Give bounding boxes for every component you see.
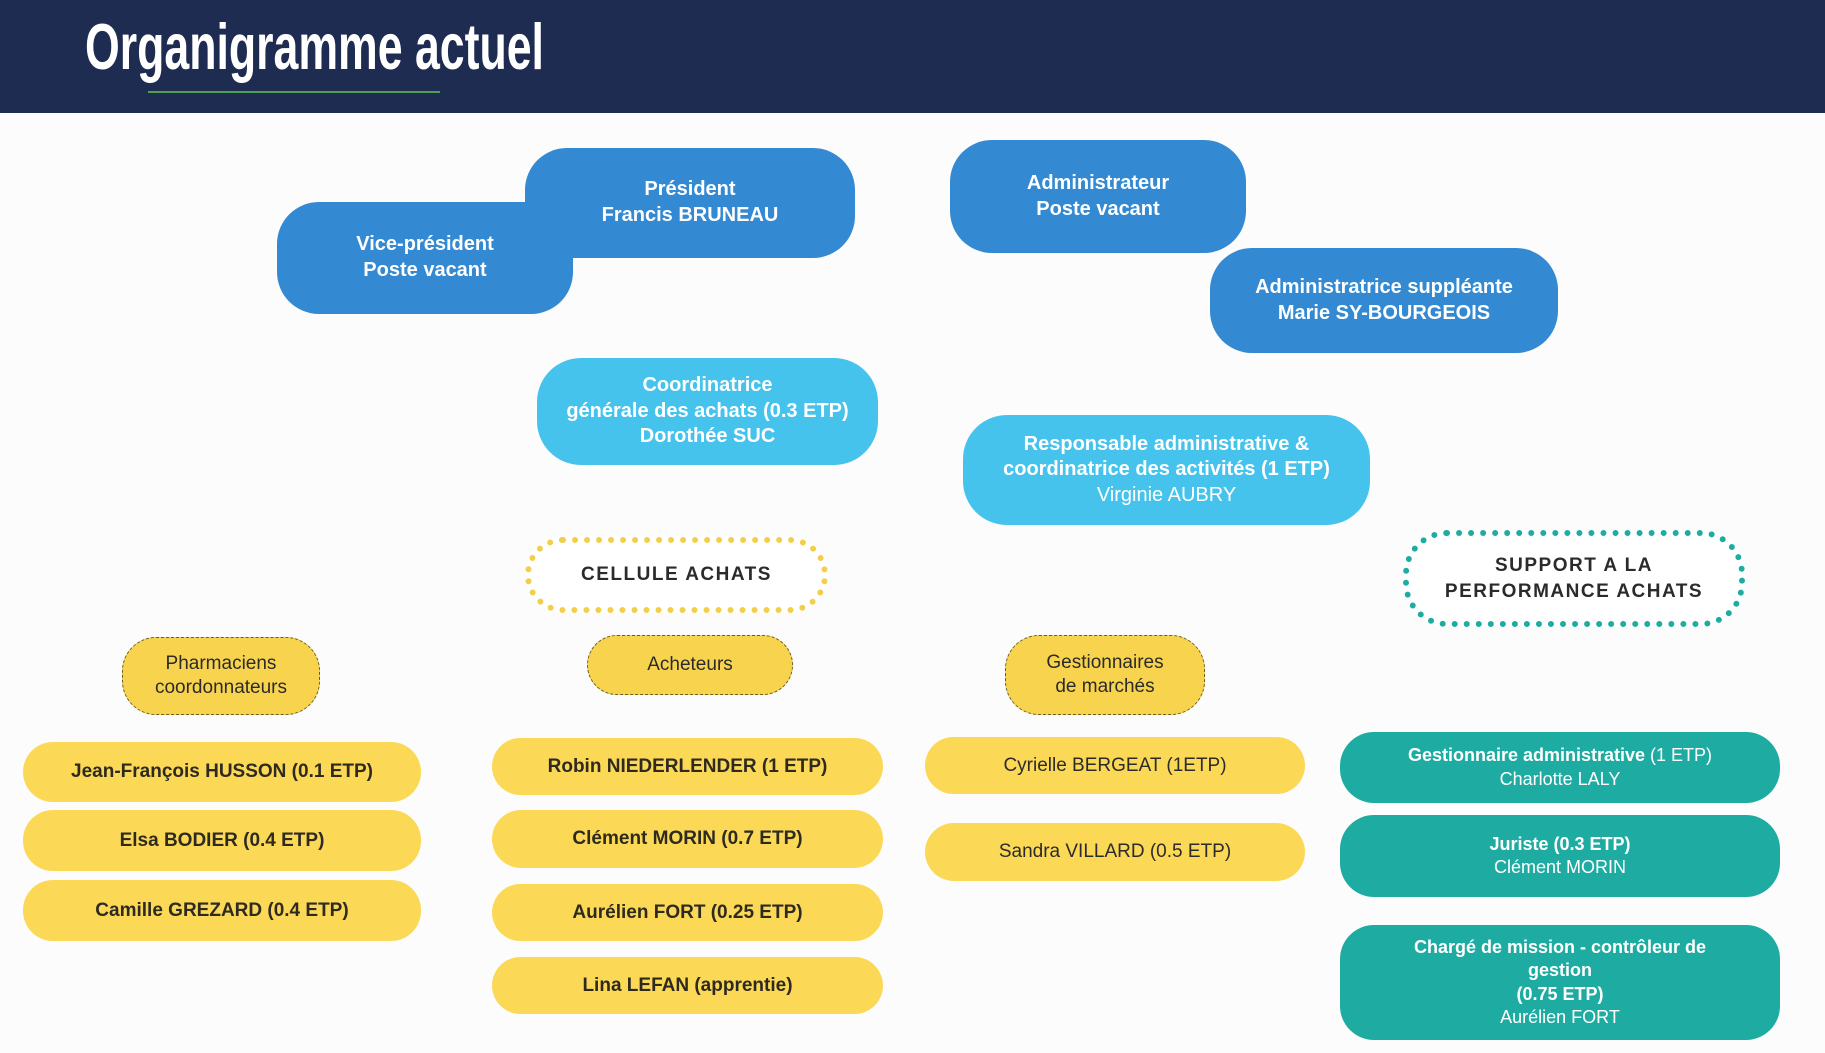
category-pharmaciens-label: Pharmaciens coordonnateurs (154, 652, 288, 698)
staff-pill: Cyrielle BERGEAT (1ETP) (925, 737, 1305, 794)
responsable-title: Responsable administrative & coordinatri… (1003, 432, 1330, 481)
support-box-title: Juriste (0.3 ETP) (1489, 833, 1630, 856)
support-box-title-bold: Chargé de mission - contrôleur de gestio… (1413, 937, 1707, 1004)
support-box-title: Gestionnaire administrative (1 ETP) (1408, 744, 1712, 767)
org-box-vice-president: Vice-président Poste vacant (277, 202, 573, 314)
staff-pill-label: Clément MORIN (0.7 ETP) (572, 828, 803, 849)
support-box-name: Aurélien FORT (1500, 1006, 1620, 1027)
staff-pill: Lina LEFAN (apprentie) (492, 957, 883, 1014)
staff-pill: Robin NIEDERLENDER (1 ETP) (492, 738, 883, 795)
staff-pill-label: Elsa BODIER (0.4 ETP) (119, 829, 325, 851)
org-box-responsable-administrative: Responsable administrative & coordinatri… (963, 415, 1370, 525)
coordinatrice-title: Coordinatrice générale des achats (0.3 E… (566, 374, 849, 422)
support-box-gestionnaire-administrative: Gestionnaire administrative (1 ETP) Char… (1340, 732, 1780, 803)
support-box-name: Charlotte LALY (1499, 768, 1621, 789)
org-box-administratrice-suppleante: Administratrice suppléante Marie SY-BOUR… (1210, 248, 1558, 353)
support-box-name: Clément MORIN (1493, 857, 1627, 877)
staff-pill: Jean-François HUSSON (0.1 ETP) (23, 742, 421, 802)
staff-pill-label: Lina LEFAN (apprentie) (582, 974, 793, 996)
support-box-juriste: Juriste (0.3 ETP) Clément MORIN (1340, 815, 1780, 897)
support-box-charge-mission: Chargé de mission - contrôleur de gestio… (1340, 925, 1780, 1040)
org-box-coordinatrice-achats: Coordinatrice générale des achats (0.3 E… (537, 358, 878, 465)
staff-pill: Aurélien FORT (0.25 ETP) (492, 884, 883, 941)
staff-pill-label: Cyrielle BERGEAT (1ETP) (1003, 754, 1227, 776)
group-cellule-achats: CELLULE ACHATS (525, 537, 828, 613)
support-box-title-light: (1 ETP) (1645, 745, 1713, 766)
support-box-title-bold: Juriste (0.3 ETP) (1489, 833, 1631, 854)
staff-pill-label: Robin NIEDERLENDER (1 ETP) (547, 755, 828, 777)
staff-pill-label: Sandra VILLARD (0.5 ETP) (998, 841, 1232, 862)
title-underline (148, 91, 440, 93)
page-title: Organigramme actuel (85, 11, 544, 84)
org-box-vice-president-text: Vice-président Poste vacant (356, 233, 494, 281)
staff-pill: Camille GREZARD (0.4 ETP) (23, 880, 421, 941)
category-acheteurs: Acheteurs (587, 635, 793, 695)
org-box-president-text: Président Francis BRUNEAU (601, 178, 779, 226)
responsable-name: Virginie AUBRY (1096, 483, 1237, 506)
group-cellule-achats-label: CELLULE ACHATS (581, 564, 772, 586)
staff-pill: Sandra VILLARD (0.5 ETP) (925, 823, 1305, 881)
staff-pill-label: Jean-François HUSSON (0.1 ETP) (71, 761, 373, 782)
category-gestionnaires-marches: Gestionnaires de marchés (1005, 635, 1205, 715)
org-box-administrateur-text: Administrateur Poste vacant (1026, 171, 1170, 220)
group-support-performance-label: SUPPORT A LA PERFORMANCE ACHATS (1444, 554, 1704, 602)
staff-pill-label: Aurélien FORT (0.25 ETP) (572, 901, 803, 923)
staff-pill: Elsa BODIER (0.4 ETP) (23, 810, 421, 871)
support-box-title: Chargé de mission - contrôleur de gestio… (1414, 936, 1706, 1005)
category-acheteurs-label: Acheteurs (647, 653, 733, 675)
category-gestionnaires-label: Gestionnaires de marchés (1046, 651, 1164, 697)
support-box-title-bold: Gestionnaire administrative (1407, 745, 1646, 766)
org-box-administratrice-suppleante-text: Administratrice suppléante Marie SY-BOUR… (1255, 275, 1513, 324)
slide-header: Organigramme actuel (0, 0, 1825, 113)
staff-pill: Clément MORIN (0.7 ETP) (492, 810, 883, 868)
coordinatrice-name: Dorothée SUC (639, 425, 776, 448)
category-pharmaciens-coordonnateurs: Pharmaciens coordonnateurs (122, 637, 320, 715)
group-support-performance: SUPPORT A LA PERFORMANCE ACHATS (1403, 530, 1745, 627)
org-box-administrateur: Administrateur Poste vacant (950, 140, 1246, 253)
staff-pill-label: Camille GREZARD (0.4 ETP) (95, 899, 349, 921)
org-box-president: Président Francis BRUNEAU (525, 148, 855, 258)
